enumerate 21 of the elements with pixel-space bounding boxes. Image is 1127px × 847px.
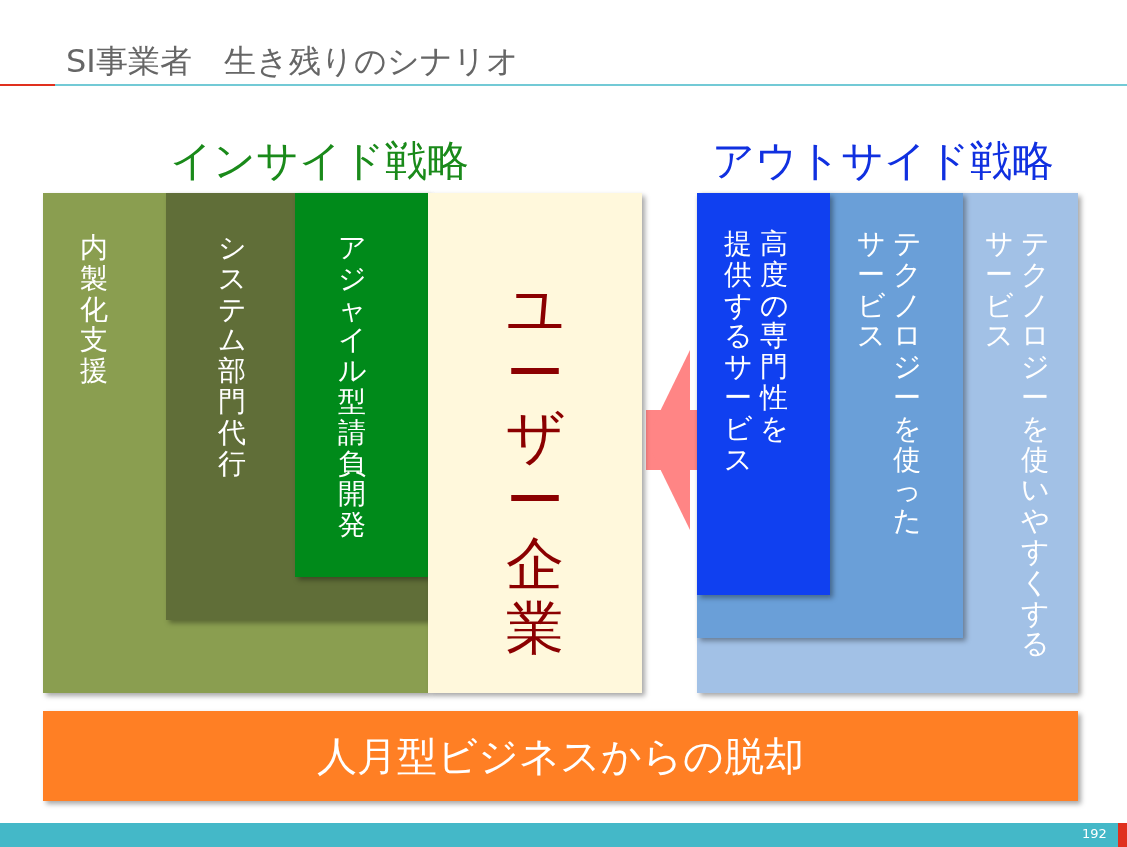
page-number: 192 [1082, 826, 1107, 841]
banner-text: 人月型ビジネスからの脱却 [317, 731, 804, 781]
service-panel [697, 193, 963, 638]
vertical-text: システム部門代行 [218, 233, 246, 480]
service-panel [697, 193, 1078, 693]
slide-title: SI事業者 生き残りのシナリオ [66, 41, 519, 82]
vertical-text: テクノロジーを使いやすくするサービス [985, 229, 1049, 661]
section-heading: アウトサイド戦略 [712, 135, 1054, 187]
vertical-text: 高度の専門性を提供するサービス [724, 229, 788, 476]
strategy-panel [295, 193, 428, 577]
strategy-panel [43, 193, 428, 693]
banner [43, 711, 1078, 801]
user-company-panel [428, 193, 642, 693]
vertical-text: アジャイル型請負開発 [338, 233, 366, 541]
strategy-panel [166, 193, 428, 620]
block-arrow [646, 350, 697, 530]
vertical-text: テクノロジーを使ったサービス [857, 229, 921, 537]
service-panel [697, 193, 830, 595]
vertical-text: 内製化支援 [80, 233, 108, 387]
vertical-text: ユーザー企業 [506, 278, 564, 661]
section-heading: インサイド戦略 [170, 135, 469, 187]
